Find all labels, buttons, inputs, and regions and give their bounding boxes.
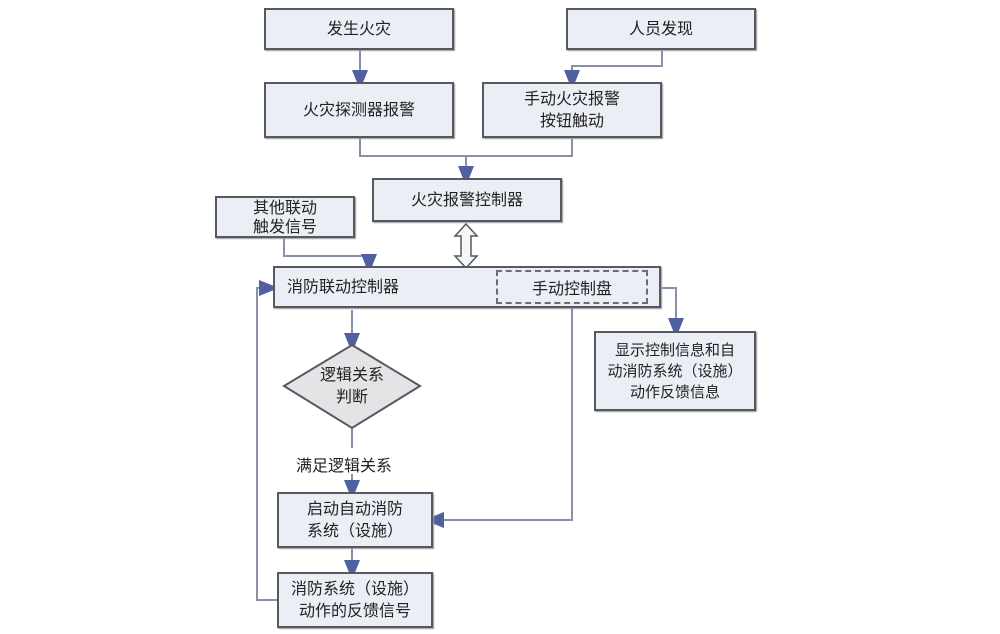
node-text-line: 动作反馈信息 <box>629 382 720 401</box>
node-other-trigger: 其他联动 触发信号 <box>215 196 355 238</box>
connector-feedback-loop <box>256 280 279 601</box>
connector-panel-to-start <box>424 305 573 528</box>
node-text-line: 显示控制信息和自 <box>614 340 735 359</box>
node-text: 火灾报警控制器 <box>410 190 523 209</box>
node-fire-alarm-controller: 火灾报警控制器 <box>372 178 562 222</box>
node-text-line: 动消防系统（设施） <box>607 361 743 380</box>
node-text: 人员发现 <box>628 19 693 38</box>
connector-person-to-button <box>564 50 663 90</box>
node-person-discovers: 人员发现 <box>566 8 756 50</box>
node-detector-alarm: 火灾探测器报警 <box>264 82 454 138</box>
logic-decision-text: 逻辑关系 判断 <box>300 364 404 408</box>
node-fire-occurs: 发生火灾 <box>264 8 454 50</box>
connector-other-to-linkage <box>283 238 377 274</box>
connector-linkage-to-display <box>660 287 684 338</box>
node-feedback-signal: 消防系统（设施） 动作的反馈信号 <box>277 572 433 628</box>
node-start-auto-system: 启动自动消防 系统（设施） <box>277 492 433 548</box>
node-text: 火灾探测器报警 <box>302 100 415 119</box>
node-linkage-controller: 消防联动控制器 <box>273 266 661 308</box>
node-text-line: 系统（设施） <box>306 521 403 540</box>
connector-detector-merge <box>359 138 573 157</box>
node-manual-panel: 手动控制盘 <box>496 270 648 304</box>
node-text-line: 触发信号 <box>252 217 317 236</box>
node-text: 手动控制盘 <box>531 279 612 298</box>
node-text-line: 按钮触动 <box>539 111 604 130</box>
node-text: 发生火灾 <box>326 19 391 38</box>
node-text-line: 消防系统（设施） <box>290 579 419 598</box>
node-text-line: 启动自动消防 <box>306 499 403 518</box>
logic-decision-diamond <box>282 343 422 430</box>
node-text-line: 动作的反馈信号 <box>298 601 411 620</box>
node-text-line: 逻辑关系 <box>319 365 384 384</box>
node-display-info: 显示控制信息和自 动消防系统（设施） 动作反馈信息 <box>594 331 756 411</box>
node-text-line: 判断 <box>335 387 368 406</box>
bidirectional-arrow <box>453 222 479 270</box>
node-text: 消防联动控制器 <box>287 277 400 296</box>
logic-satisfied-label: 满足逻辑关系 <box>296 456 393 475</box>
node-text-line: 手动火灾报警 <box>523 89 620 108</box>
node-text-line: 其他联动 <box>252 198 317 217</box>
node-manual-button: 手动火灾报警 按钮触动 <box>482 82 662 138</box>
